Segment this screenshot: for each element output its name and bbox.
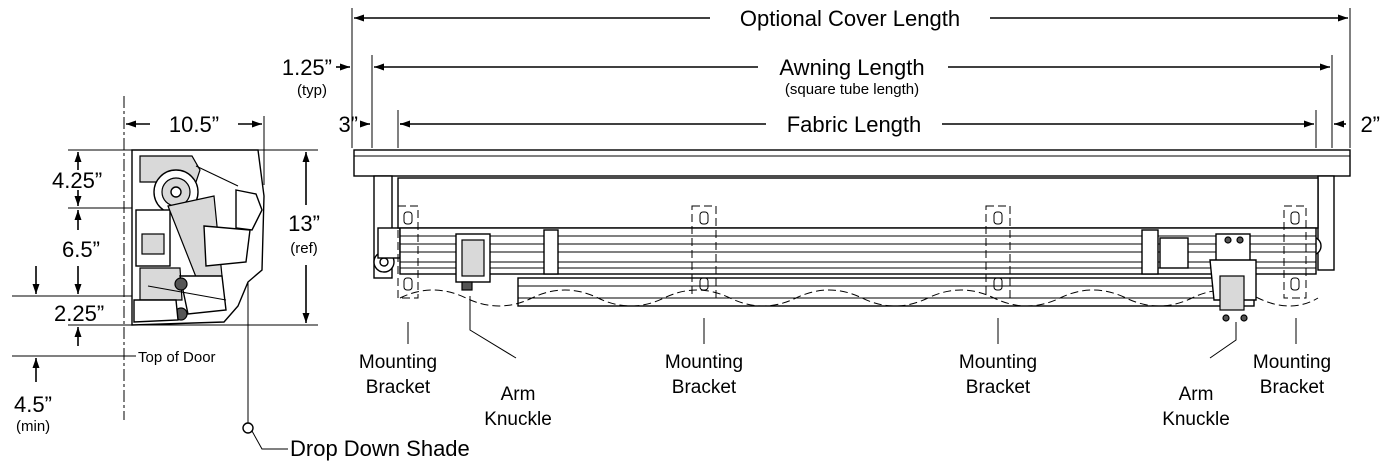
left-end-cap (373, 175, 401, 279)
offset-1-25-label: 1.25” (282, 55, 332, 80)
callout-arm-knuckle-2: Arm Knuckle (1162, 384, 1230, 430)
callout-arm-knuckle-1: Arm Knuckle (484, 384, 552, 430)
top-of-door-label: Top of Door (138, 349, 216, 366)
offset-1-25-note: (typ) (297, 82, 327, 99)
mounting-bracket-1 (397, 205, 419, 299)
fabric-roller-housing (397, 177, 1319, 229)
optional-cover-length-label: Optional Cover Length (740, 6, 960, 31)
dim-6-5-label: 6.5” (62, 237, 100, 262)
callout-mounting-bracket-1: Mounting Bracket (359, 352, 437, 398)
callout-mounting-bracket-4: Mounting Bracket (1253, 352, 1331, 398)
mounting-bracket-3 (985, 205, 1011, 299)
fabric-drape-line (399, 289, 1319, 307)
callout-line1: Mounting (665, 352, 743, 373)
awning-side-profile (131, 149, 265, 326)
dim-4-5-label: 4.5” (14, 392, 52, 417)
awning-length-label: Awning Length (779, 55, 924, 80)
mounting-bracket-4 (1283, 205, 1307, 299)
arm-knuckle-left (455, 233, 491, 291)
dim-13-label: 13” (288, 211, 320, 236)
mounting-bracket-2 (691, 205, 717, 299)
callout-line2: Bracket (672, 377, 737, 398)
callout-line2: Knuckle (484, 409, 552, 430)
callout-mounting-bracket-3: Mounting Bracket (959, 352, 1037, 398)
callout-mounting-bracket-2: Mounting Bracket (665, 352, 743, 398)
dim-4-5-note: (min) (16, 418, 50, 435)
offset-2-label: 2” (1360, 112, 1380, 137)
drop-down-shade-label: Drop Down Shade (290, 436, 470, 461)
callout-line2: Bracket (966, 377, 1031, 398)
callout-line2: Knuckle (1162, 409, 1230, 430)
side-view: 10.5” 4.25” 6.5” 2.25” 13” (ref) Top of … (12, 96, 470, 461)
front-view: Optional Cover Length Awning Length (squ… (282, 6, 1380, 430)
callout-line1: Arm (501, 384, 536, 405)
callout-line1: Mounting (1253, 352, 1331, 373)
shade-pull-ring (242, 422, 254, 434)
callout-line2: Bracket (366, 377, 431, 398)
awning-length-note: (square tube length) (785, 81, 919, 98)
width-dimension-label: 10.5” (169, 112, 219, 137)
optional-cover (353, 149, 1351, 177)
callout-line1: Mounting (359, 352, 437, 373)
leader-knuckle-right (1209, 322, 1237, 359)
dim-13-note: (ref) (290, 240, 318, 257)
dim-4-25-label: 4.25” (52, 168, 102, 193)
fabric-length-label: Fabric Length (787, 112, 922, 137)
callout-line1: Arm (1179, 384, 1214, 405)
lead-rail (517, 277, 1255, 307)
arm-knuckle-right (1209, 233, 1257, 322)
shade-leader (251, 430, 288, 450)
callout-line1: Mounting (959, 352, 1037, 373)
callout-line2: Bracket (1260, 377, 1325, 398)
offset-3-label: 3” (338, 112, 358, 137)
dim-2-25-label: 2.25” (54, 301, 104, 326)
leader-knuckle-left (469, 296, 517, 359)
